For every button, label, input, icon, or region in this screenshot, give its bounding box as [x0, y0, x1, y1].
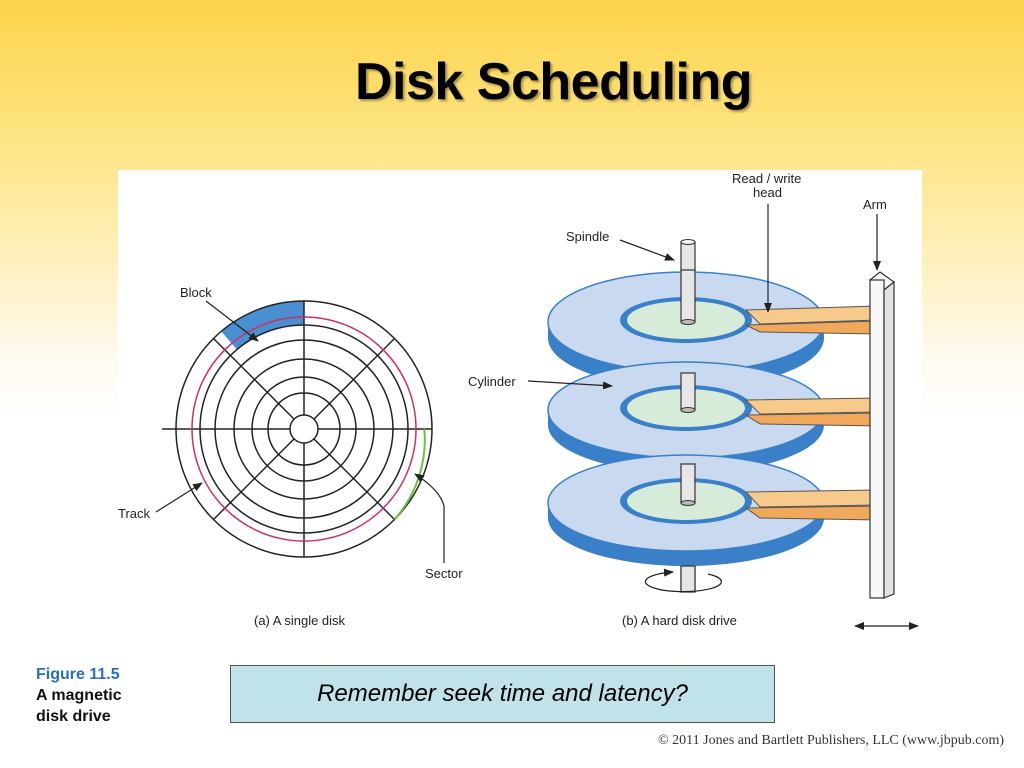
note-box: Remember seek time and latency?: [230, 665, 775, 723]
copyright-notice: © 2011 Jones and Bartlett Publishers, LL…: [658, 733, 1004, 748]
track-ring: [191, 316, 417, 542]
block-label: Block: [180, 285, 212, 300]
spindle-label: Spindle: [566, 229, 609, 244]
read-write-heads: [744, 305, 879, 521]
read-write-label-line2: head: [753, 185, 782, 200]
disk-diagram: Block Track Sector (a) A single disk: [118, 170, 922, 640]
arm: [869, 271, 895, 599]
page-title: Disk Scheduling: [355, 53, 753, 111]
read-write-label-line1: Read / write: [732, 171, 801, 186]
cylinder-label: Cylinder: [468, 374, 516, 389]
disk-diagram-svg: Block Track Sector (a) A single disk: [118, 171, 919, 630]
note-text: Remember seek time and latency?: [317, 680, 688, 707]
figure-description-line2: disk drive: [36, 708, 111, 725]
single-disk-caption: (a) A single disk: [254, 613, 346, 628]
figure-caption: Figure 11.5 A magnetic disk drive: [36, 664, 122, 727]
hard-disk-drive: Spindle Read / write head Arm Cylinder (…: [468, 171, 919, 630]
track-label: Track: [118, 506, 151, 521]
sector-label: Sector: [425, 566, 463, 581]
hard-disk-caption: (b) A hard disk drive: [622, 613, 737, 628]
arm-label: Arm: [863, 197, 887, 212]
figure-description-line1: A magnetic: [36, 687, 122, 704]
sector-highlight: [393, 428, 426, 521]
figure-number: Figure 11.5: [36, 666, 120, 683]
single-disk: Block Track Sector (a) A single disk: [118, 285, 463, 628]
rotation-arrow: [644, 568, 722, 593]
platter-bottom: [547, 454, 825, 566]
